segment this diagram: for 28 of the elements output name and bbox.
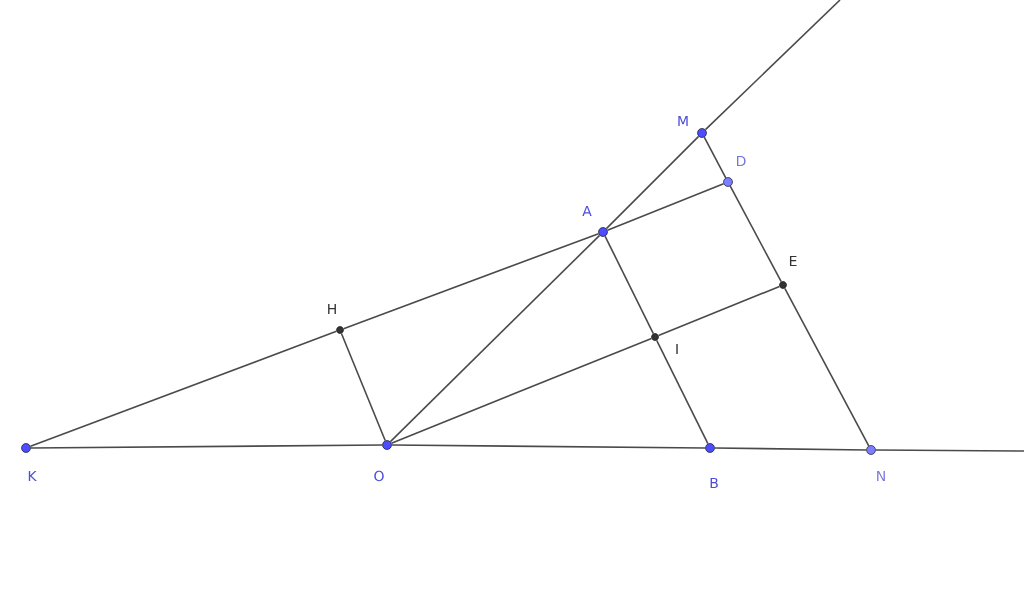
point-label: A: [582, 205, 592, 217]
line-segment: [657, 285, 781, 337]
line-segment: [30, 444, 383, 449]
point-label: O: [374, 470, 384, 482]
line-segment: [655, 339, 709, 445]
line-segment: [340, 332, 386, 442]
line-segment: [389, 234, 601, 443]
line-segment: [704, 0, 841, 131]
point-label: D: [737, 155, 746, 167]
point-label: B: [710, 477, 718, 489]
line-segment: [342, 232, 600, 330]
line-segment: [606, 183, 725, 231]
line-segment: [714, 447, 867, 451]
line-segment: [29, 330, 338, 448]
line-segment: [729, 185, 782, 283]
point-label: H: [328, 303, 336, 315]
line-segment: [784, 287, 870, 447]
point-label: K: [28, 470, 37, 482]
point-label: N: [877, 470, 885, 482]
line-segment: [390, 337, 653, 444]
line-segment: [605, 135, 700, 230]
line-segment: [391, 444, 706, 449]
line-segment: [875, 449, 1024, 452]
point-label: I: [676, 343, 678, 355]
point-label: E: [789, 255, 797, 267]
line-segment: [703, 136, 727, 179]
line-segment: [604, 235, 655, 335]
point-label: M: [678, 115, 688, 127]
